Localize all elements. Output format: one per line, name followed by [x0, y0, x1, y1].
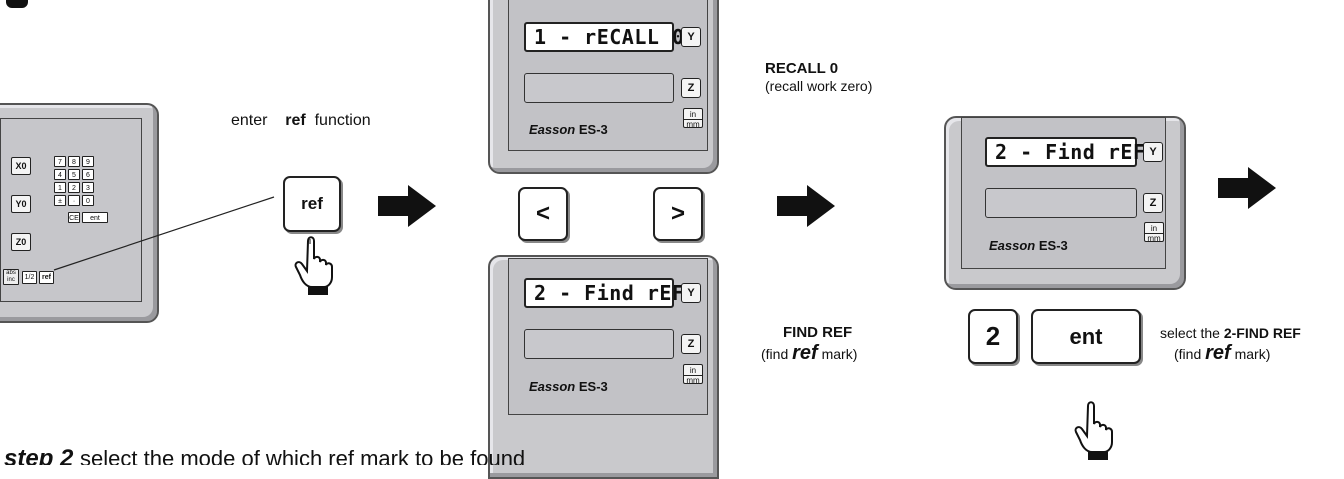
pressing-hand-icon	[294, 236, 333, 295]
brand-label: Easson ES-3	[529, 379, 608, 394]
in-label: in	[1145, 224, 1163, 234]
select-bold: 2-FIND REF	[1223, 325, 1301, 341]
key-6[interactable]: 6	[82, 169, 94, 180]
key-plusminus[interactable]: ±	[54, 195, 66, 206]
select-sub-post: mark)	[1234, 346, 1271, 362]
key-ent-small[interactable]: ent	[82, 212, 108, 223]
left-nav-key[interactable]: <	[518, 187, 568, 241]
step-description: select the mode of which ref mark to be …	[80, 446, 526, 465]
lcd-line-2	[524, 329, 674, 359]
lcd-line-2	[524, 73, 674, 103]
keypad: 7 8 9 4 5 6 1 2 3 ± · 0 CE ent	[54, 156, 114, 242]
pressing-hand-icon	[1074, 401, 1113, 460]
axis-y-key[interactable]: Y	[681, 283, 701, 303]
find-sub-bold: ref	[792, 342, 818, 364]
select-text: select the 2-FIND REF	[1160, 325, 1301, 341]
arrow-right-icon	[1218, 167, 1276, 209]
key-ce[interactable]: CE	[68, 212, 80, 223]
z0-key[interactable]: Z0	[11, 233, 31, 251]
in-label: in	[684, 110, 702, 120]
key-9[interactable]: 9	[82, 156, 94, 167]
key-0[interactable]: 0	[82, 195, 94, 206]
dro-display-top-face: 1 - rECALL 0 Y Z in mm Easson ES-3	[508, 0, 708, 151]
lcd-line-2	[985, 188, 1137, 218]
in-mm-key[interactable]: in mm	[683, 108, 703, 129]
lcd-line-1: 1 - rECALL 0	[524, 22, 684, 52]
key-2-big[interactable]: 2	[968, 309, 1018, 364]
in-mm-key[interactable]: in mm	[1144, 222, 1164, 243]
find-subtitle: (find ref mark)	[761, 342, 857, 365]
arrow-right-icon	[378, 185, 436, 227]
arrow-right-icon	[777, 185, 835, 227]
select-sub-bold: ref	[1205, 342, 1231, 364]
cutoff-heading-fragment	[6, 0, 28, 8]
axis-y-key[interactable]: Y	[681, 27, 701, 47]
axis-z-key[interactable]: Z	[681, 78, 701, 98]
step-caption: step 2 select the mode of which ref mark…	[4, 445, 525, 465]
dro-display-right-face: 2 - Find rEF Y Z in mm Easson ES-3	[961, 117, 1166, 269]
select-subtext: (find ref mark)	[1174, 342, 1270, 365]
dro-display-bottom-face: 2 - Find rEF Y Z in mm Easson ES-3	[508, 258, 708, 415]
find-sub-post: mark)	[821, 346, 858, 362]
recall-subtitle: (recall work zero)	[765, 78, 873, 94]
brand-label: Easson ES-3	[529, 122, 608, 137]
ref-key[interactable]: ref	[283, 176, 341, 232]
y0-key[interactable]: Y0	[11, 195, 31, 213]
step1-label-bold: ref	[285, 112, 306, 129]
ref-key-small[interactable]: ref	[39, 271, 54, 284]
mm-label: mm	[1147, 234, 1161, 243]
right-nav-key[interactable]: >	[653, 187, 703, 241]
key-5[interactable]: 5	[68, 169, 80, 180]
in-mm-key[interactable]: in mm	[683, 364, 703, 385]
select-sub-pre: (find	[1174, 346, 1202, 362]
key-8[interactable]: 8	[68, 156, 80, 167]
axis-z-key[interactable]: Z	[1143, 193, 1163, 213]
lcd-line-1: 2 - Find rEF	[524, 278, 684, 308]
key-3[interactable]: 3	[82, 182, 94, 193]
step-number: step 2	[4, 445, 74, 465]
ent-key[interactable]: ent	[1031, 309, 1141, 364]
select-pre: select the	[1160, 325, 1220, 341]
half-key[interactable]: 1/2	[22, 271, 37, 284]
pointer-line	[53, 196, 275, 271]
key-decimal[interactable]: ·	[68, 195, 80, 206]
mm-label: mm	[686, 120, 700, 129]
step1-label-post: function	[314, 112, 371, 129]
step1-label: enter ref function	[231, 112, 371, 130]
recall-title: RECALL 0	[765, 60, 839, 77]
mm-label: mm	[686, 376, 700, 385]
axis-y-key[interactable]: Y	[1143, 142, 1163, 162]
find-title: FIND REF	[783, 324, 853, 341]
x0-key[interactable]: X0	[11, 157, 31, 175]
in-label: in	[684, 366, 702, 376]
lcd-line-1: 2 - Find rEF	[985, 137, 1145, 167]
key-7[interactable]: 7	[54, 156, 66, 167]
step1-label-pre: enter	[231, 112, 268, 129]
key-2[interactable]: 2	[68, 182, 80, 193]
axis-z-key[interactable]: Z	[681, 334, 701, 354]
brand-label: Easson ES-3	[989, 238, 1068, 253]
key-4[interactable]: 4	[54, 169, 66, 180]
abs-inc-key[interactable]: abs inc	[3, 269, 19, 285]
dro-keypad-face: X0 Y0 Z0 7 8 9 4 5 6 1 2 3 ± · 0 CE ent …	[0, 118, 142, 302]
find-sub-pre: (find	[761, 346, 789, 362]
key-1[interactable]: 1	[54, 182, 66, 193]
